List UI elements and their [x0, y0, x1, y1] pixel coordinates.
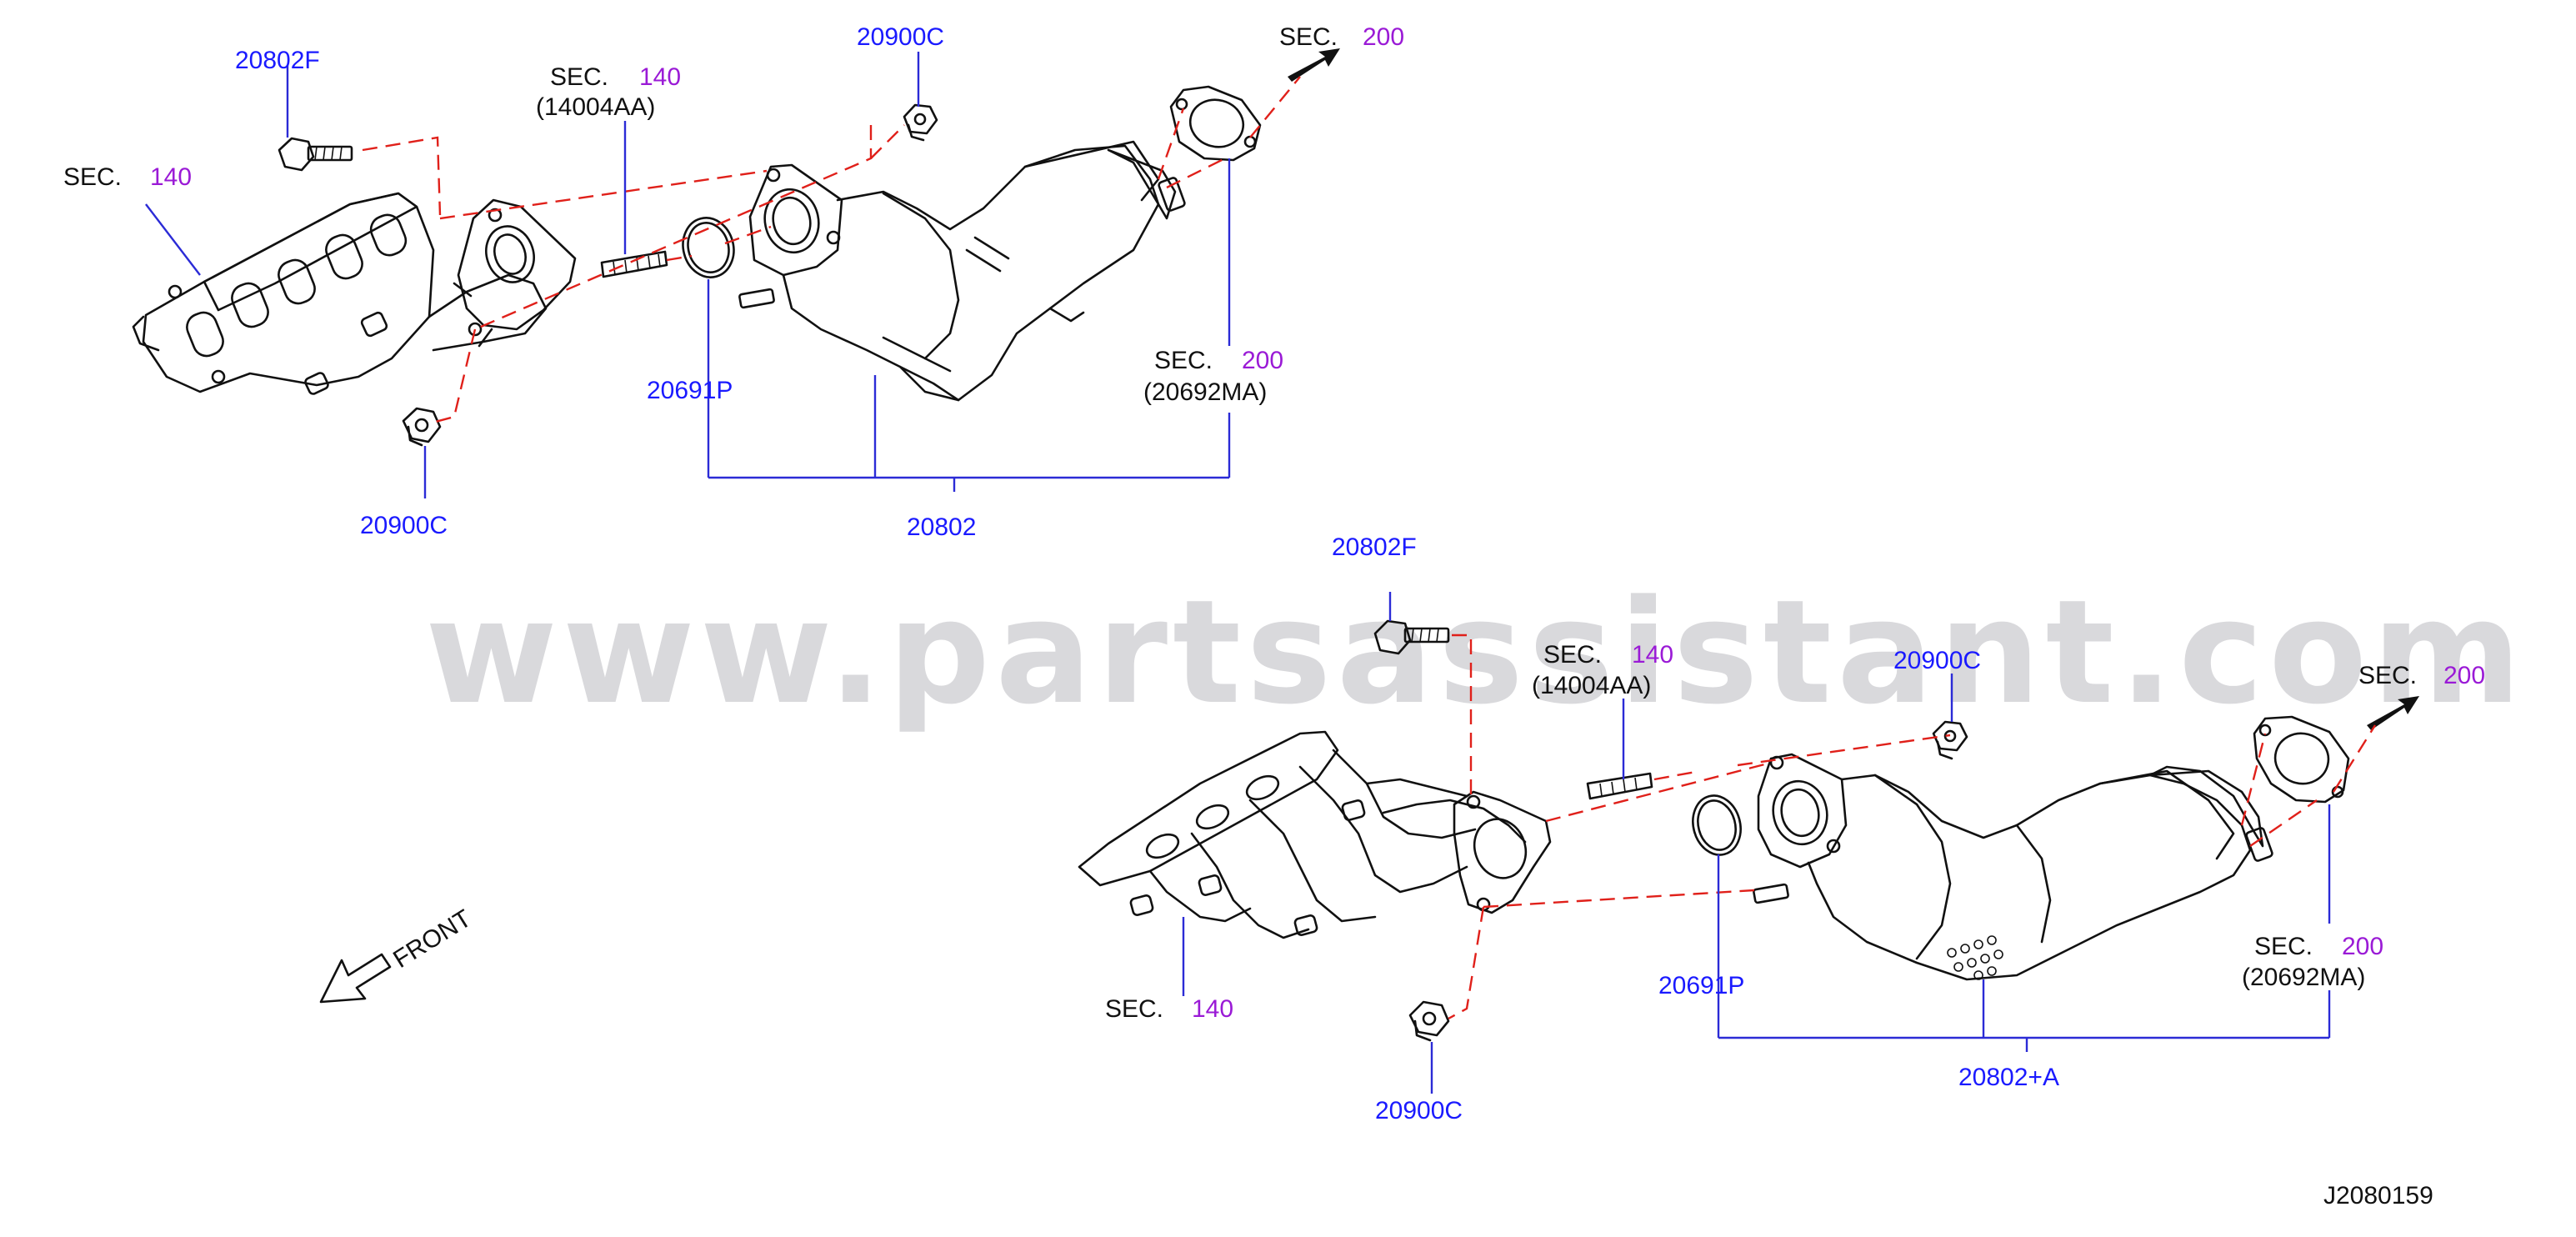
lower-nut-bottom [1408, 1000, 1450, 1042]
upper-flange-gasket [1169, 85, 1262, 162]
lower-nut-bottom-label: 20900C [1375, 1097, 1463, 1124]
upper-assembly-label: 20802 [907, 513, 976, 541]
lower-assembly [1078, 592, 2419, 1094]
upper-pipe-sec-label: SEC. [1279, 23, 1338, 51]
front-arrow-icon [319, 953, 392, 1004]
front-label: FRONT [388, 904, 476, 974]
lower-pipe-sec-num: 200 [2443, 662, 2485, 689]
lower-bolt [1373, 619, 1450, 655]
upper-gasket-label: 20691P [647, 377, 733, 404]
upper-nut-top-label: 20900C [857, 23, 944, 51]
upper-stud [600, 250, 668, 278]
upper-stud-sec-num: 140 [639, 63, 681, 91]
lower-gasket-sec-num: 200 [2342, 933, 2383, 960]
upper-exhaust-manifold [132, 192, 577, 395]
lower-nut-top-label: 20900C [1893, 647, 1981, 674]
upper-bolt-label: 20802F [235, 47, 320, 74]
lower-pipe-sec-label: SEC. [2358, 662, 2417, 689]
upper-assembly [132, 48, 1340, 498]
upper-catalytic-converter [738, 140, 1186, 402]
lower-gasket-sec-label: SEC. [2254, 933, 2313, 960]
upper-stud-part-label: (14004AA) [536, 93, 655, 121]
lower-exhaust-manifold [1078, 730, 1552, 939]
lower-flange-gasket [2253, 715, 2350, 804]
upper-nut-bottom-label: 20900C [360, 512, 448, 539]
upper-ring-gasket [682, 217, 735, 278]
upper-stud-sec-label: SEC. [550, 63, 608, 91]
upper-gasket-sec-num: 200 [1242, 347, 1283, 374]
upper-bolt [278, 137, 353, 172]
lower-manifold-sec-label: SEC. [1105, 995, 1163, 1023]
lower-stud-sec-label: SEC. [1543, 641, 1602, 669]
lower-stud [1586, 772, 1653, 800]
lower-gasket-part-label: (20692MA) [2242, 964, 2365, 991]
upper-nut-top [903, 103, 938, 142]
lower-bolt-label: 20802F [1332, 533, 1417, 561]
front-indicator: FRONT [319, 904, 476, 1004]
upper-arrow-icon [1288, 48, 1340, 82]
upper-manifold-sec-num: 140 [150, 163, 192, 191]
upper-pipe-sec-num: 200 [1363, 23, 1404, 51]
diagram-code: J2080159 [2323, 1182, 2433, 1209]
upper-gasket-part-label: (20692MA) [1143, 378, 1267, 406]
lower-ring-gasket [1692, 794, 1742, 856]
lower-manifold-sec-num: 140 [1192, 995, 1233, 1023]
lower-assembly-label: 20802+A [1958, 1064, 2059, 1091]
lower-stud-part-label: (14004AA) [1532, 672, 1651, 699]
lower-stud-sec-num: 140 [1632, 641, 1673, 669]
lower-gasket-label: 20691P [1658, 972, 1744, 999]
lower-arrow-icon [2367, 696, 2419, 730]
upper-gasket-sec-label: SEC. [1154, 347, 1213, 374]
watermark: www.partsassistant.com [425, 568, 2526, 736]
upper-nut-bottom [402, 407, 442, 447]
lower-catalytic-converter [1753, 753, 2273, 981]
lower-nut-top [1932, 720, 1968, 760]
upper-manifold-sec-label: SEC. [63, 163, 122, 191]
